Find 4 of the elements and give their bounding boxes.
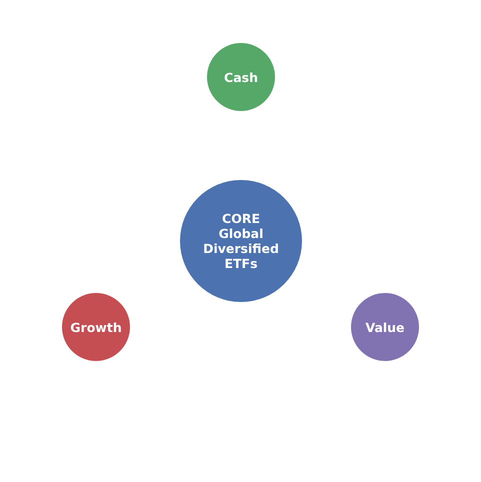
node-label: CORE Global Diversified ETFs (202, 211, 280, 271)
node-label: Growth (70, 320, 122, 334)
node-label: Value (365, 320, 405, 334)
node-label: Cash (224, 70, 258, 84)
